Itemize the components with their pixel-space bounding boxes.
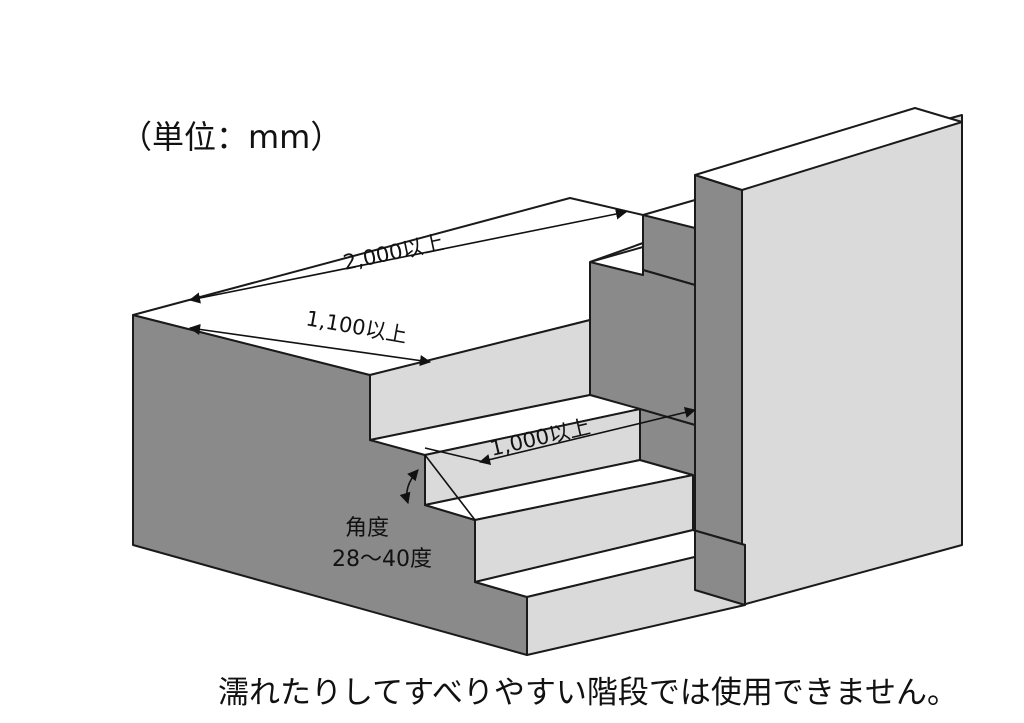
slope-line [424,454,476,521]
dim-1100-line [188,323,432,367]
dim-1000-line [478,406,697,466]
dim-1000-ext [424,447,485,463]
stair-block [132,107,963,656]
back-wall-top [694,107,963,191]
angle-label-2: 28～40度 [332,547,432,572]
warning-text: 濡れたりしてすべりやすい階段では使用できません。 [218,675,958,711]
angle-label-1: 角度 [345,516,389,541]
dim-2000-line [188,208,628,304]
unit-label: （単位：mm） [120,118,343,156]
angle-arc [399,469,419,505]
dimension-lines [188,208,697,521]
back-wall-front [741,114,963,606]
